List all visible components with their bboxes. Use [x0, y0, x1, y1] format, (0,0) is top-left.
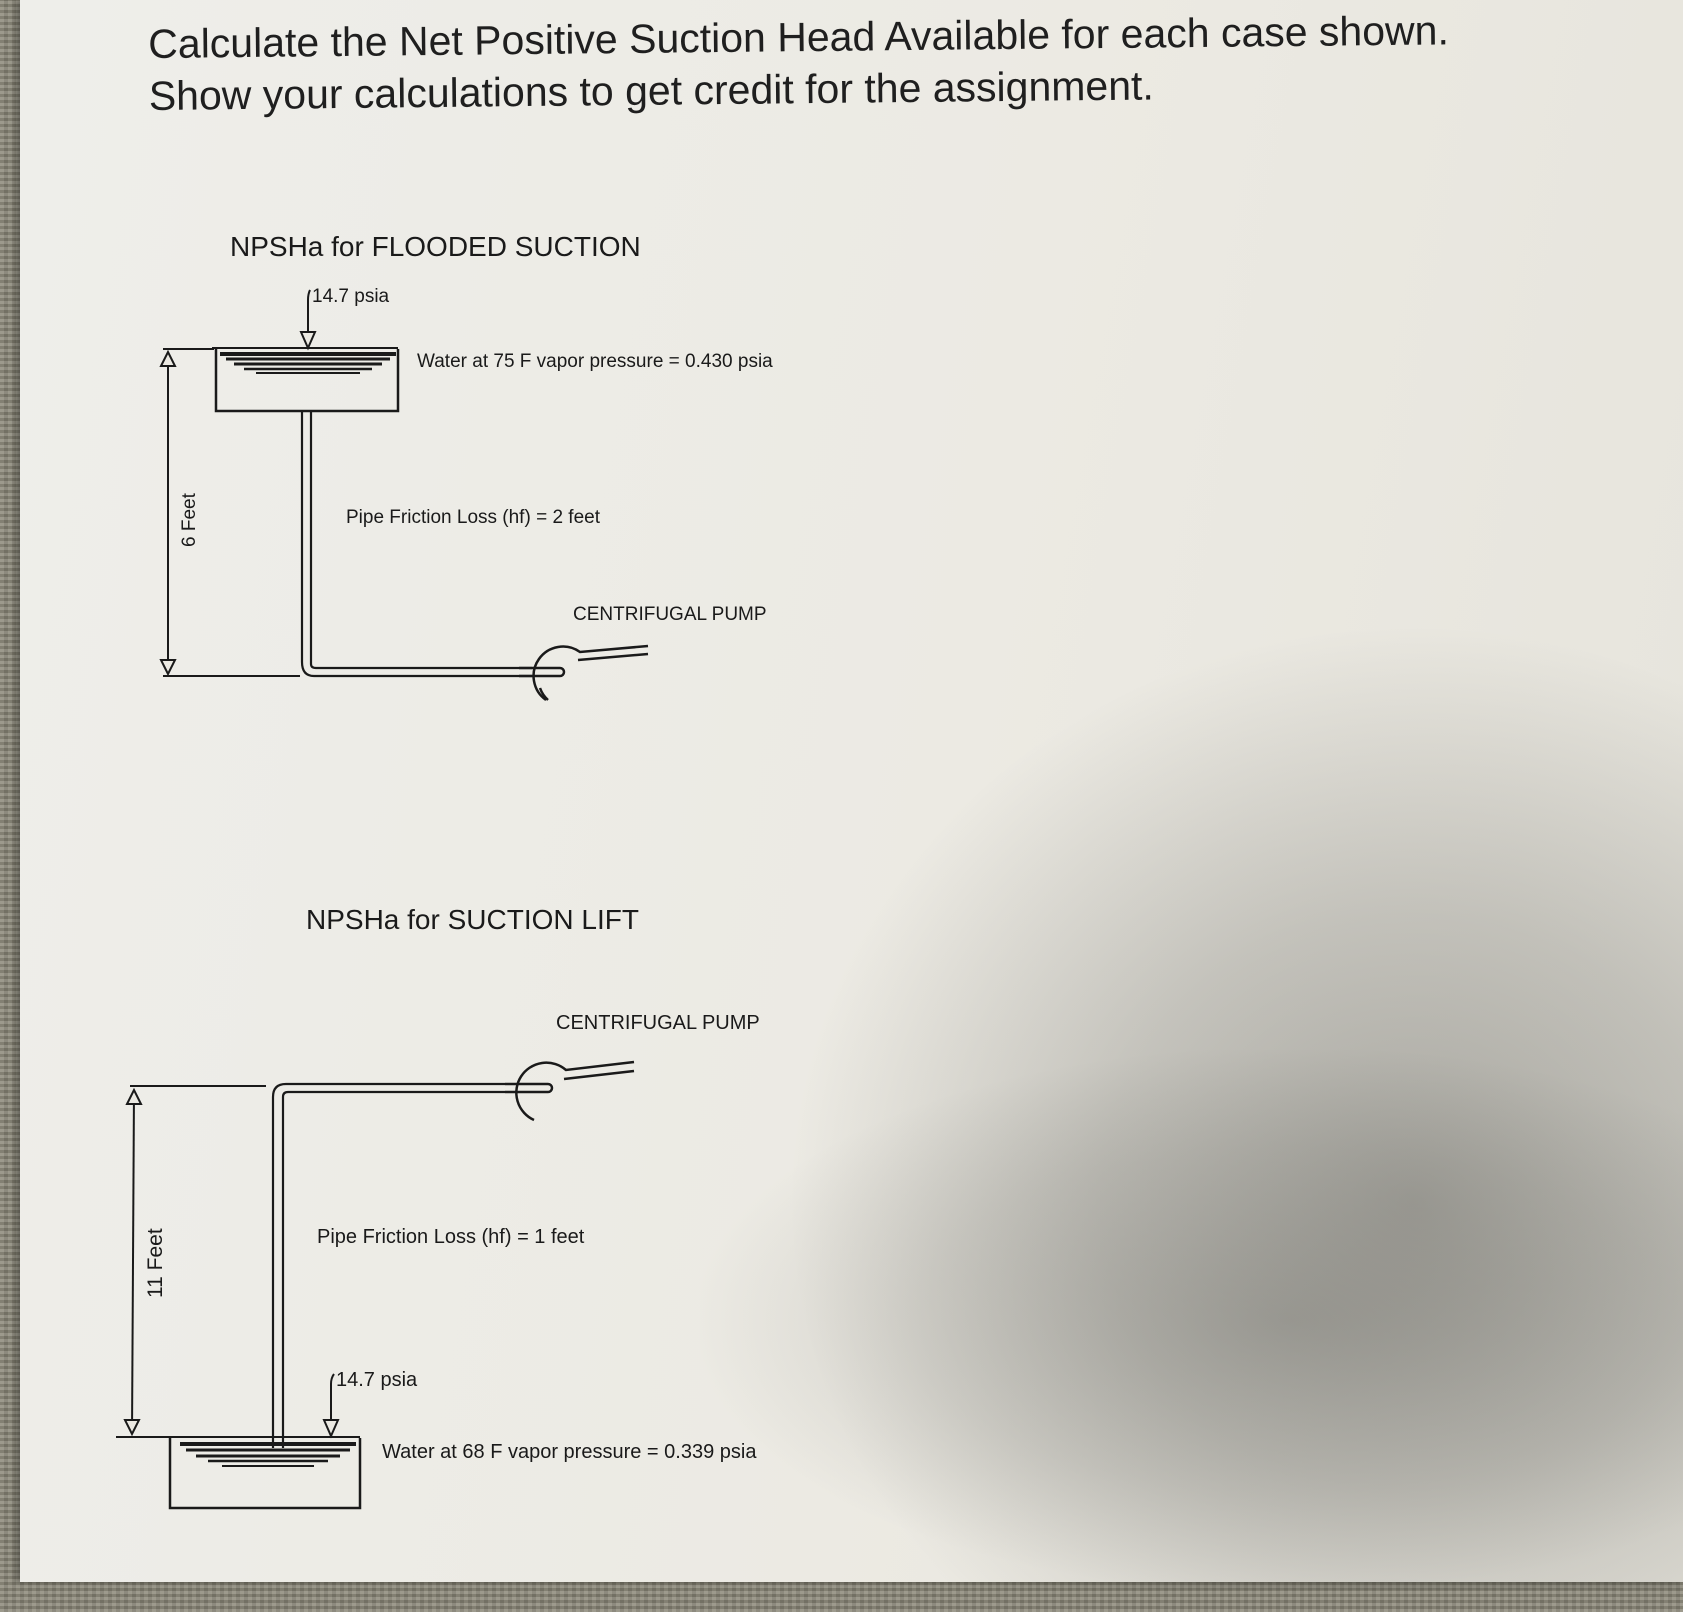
flooded-pressure-arrow: [299, 289, 317, 351]
flooded-height-label: 6 Feet: [179, 492, 200, 547]
lift-pump-label: CENTRIFUGAL PUMP: [556, 1012, 760, 1034]
lift-pressure-arrow: [322, 1373, 340, 1439]
lift-pump: [505, 1060, 635, 1122]
flooded-friction-label: Pipe Friction Loss (hf) = 2 feet: [346, 507, 601, 528]
lift-friction-label: Pipe Friction Loss (hf) = 1 feet: [317, 1226, 585, 1248]
flooded-pressure-label: 14.7 psia: [312, 286, 390, 307]
flooded-vapor-pressure-label: Water at 75 F vapor pressure = 0.430 psi…: [417, 351, 773, 372]
flooded-pump-label: CENTRIFUGAL PUMP: [573, 604, 767, 625]
lift-tank: [160, 1436, 362, 1510]
flooded-tank: [212, 347, 400, 413]
lift-suction-pipe: [271, 1082, 505, 1448]
flooded-height-dimension: [159, 348, 300, 677]
lift-vapor-pressure-label: Water at 68 F vapor pressure = 0.339 psi…: [382, 1441, 757, 1463]
lift-height-label: 11 Feet: [144, 1228, 167, 1298]
paper-sheet: [20, 0, 1683, 1582]
lift-pressure-label: 14.7 psia: [336, 1369, 418, 1391]
flooded-pump: [519, 644, 649, 702]
suction-lift-diagram: NPSHa for SUCTION LIFT CENTRIFUGAL PUMP …: [116, 904, 760, 1510]
flooded-suction-pipe: [300, 411, 532, 678]
lift-heading: NPSHa for SUCTION LIFT: [306, 904, 639, 935]
lift-height-dimension: [116, 1085, 266, 1438]
flooded-suction-diagram: NPSHa for FLOODED SUCTION 14.7 psia Wate…: [159, 231, 773, 702]
flooded-heading: NPSHa for FLOODED SUCTION: [230, 231, 641, 262]
